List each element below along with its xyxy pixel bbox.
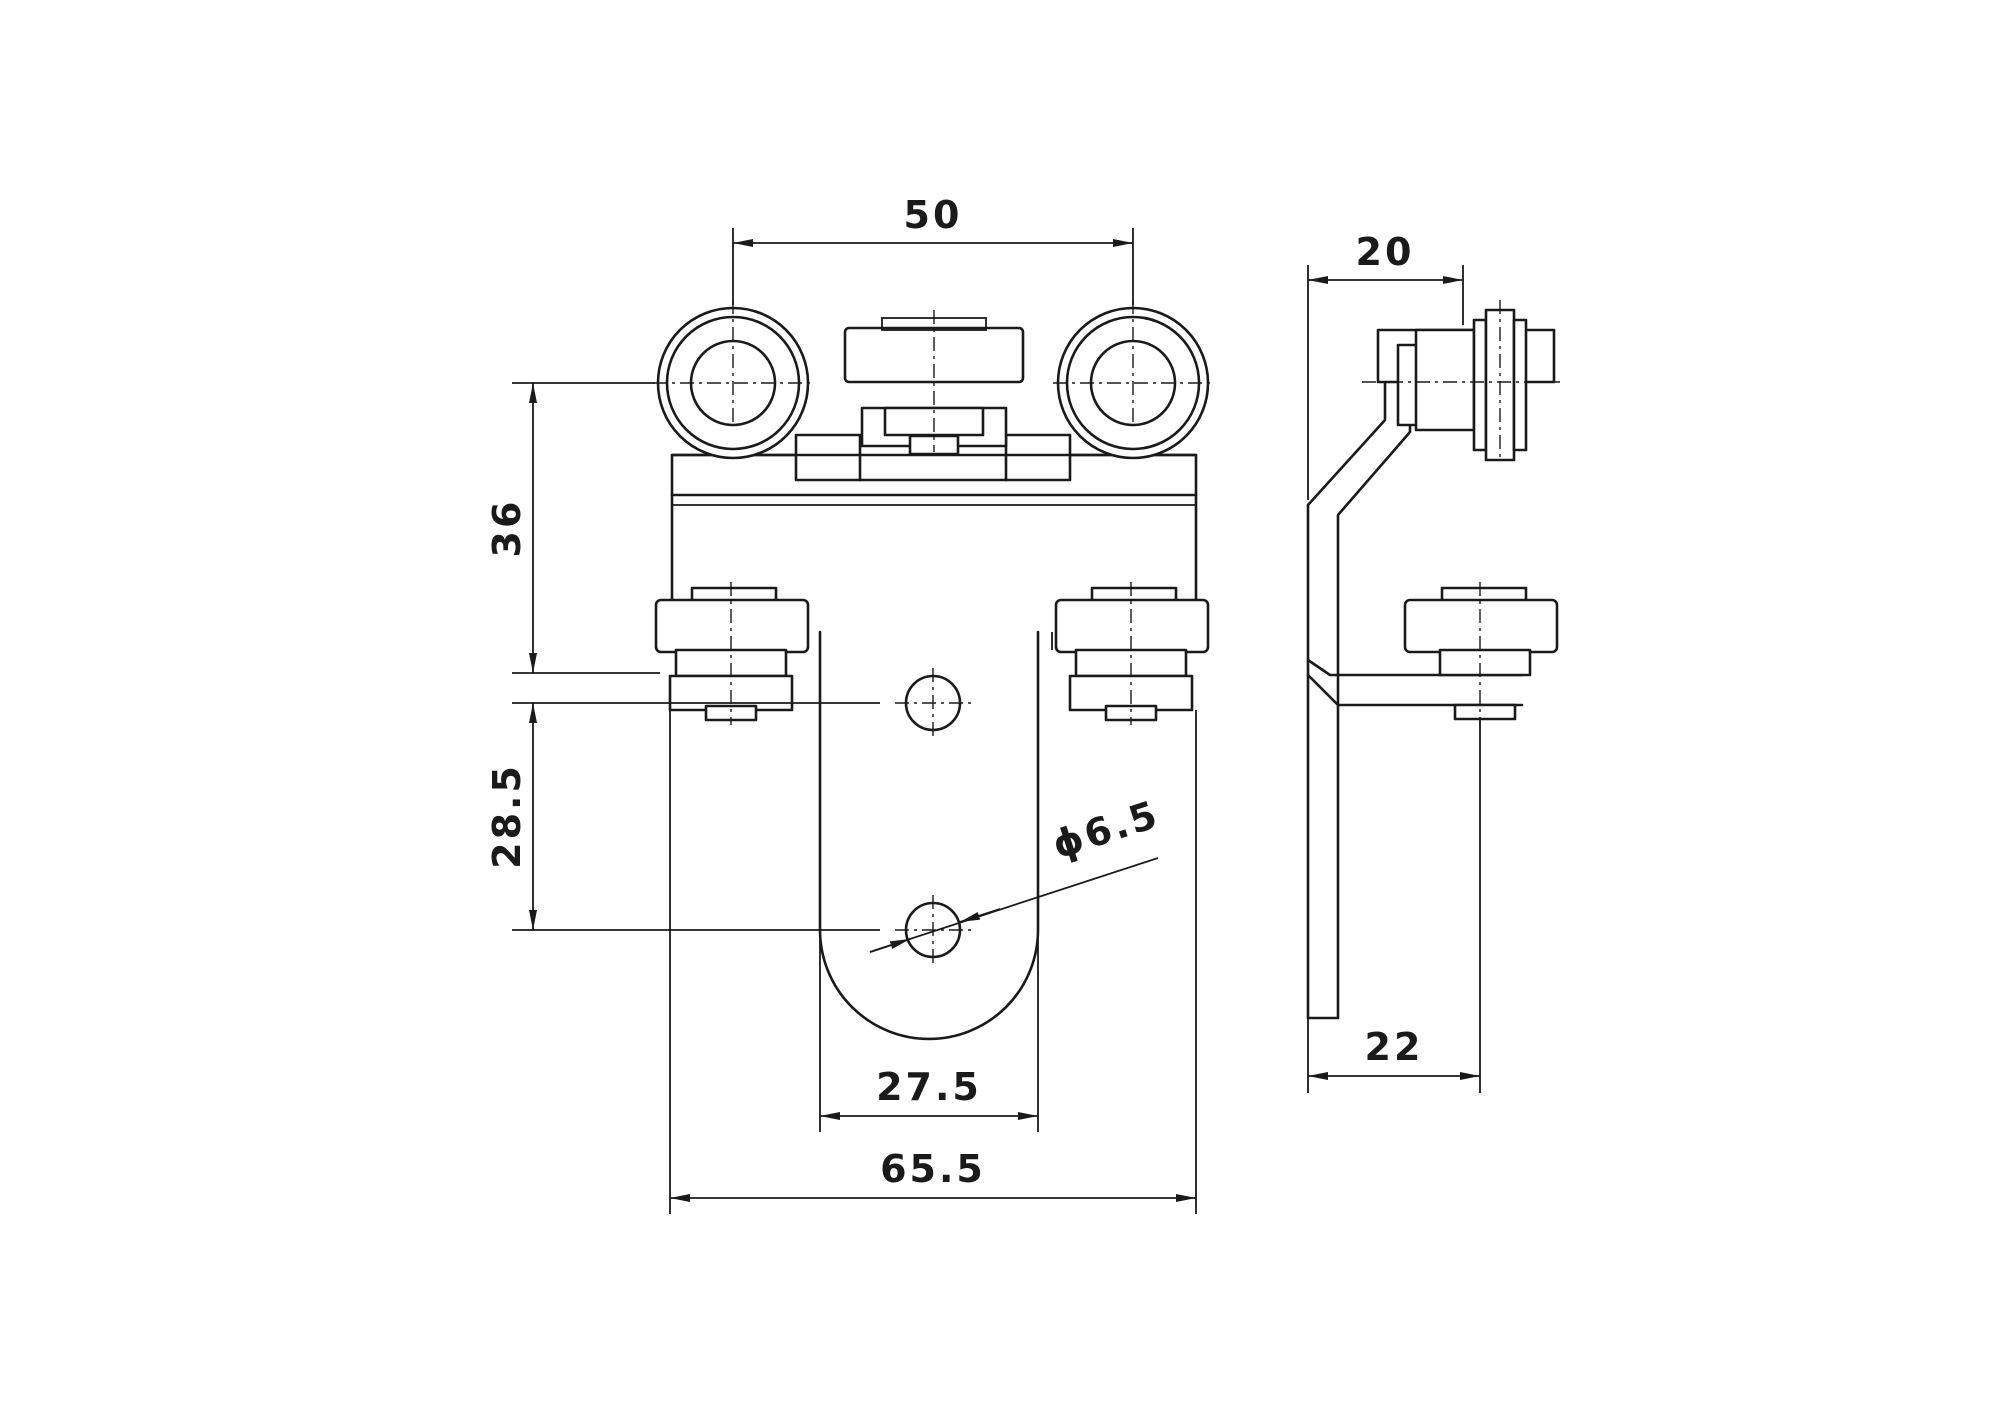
dim-left-upper-height: 36 [485, 499, 529, 558]
dim-inner-width: 27.5 [876, 1065, 982, 1109]
dim-left-lower-height: 28.5 [485, 763, 529, 869]
top-tab [670, 433, 1198, 482]
side-plate-profile [1306, 353, 1412, 1020]
dim-side-bottom-width: 22 [1365, 1025, 1424, 1069]
top-left-wheel [653, 300, 815, 460]
top-right-wheel [1053, 300, 1213, 460]
dim-side-top-width: 20 [1356, 230, 1415, 274]
upper-mounting-hole [895, 668, 972, 738]
front-view [653, 300, 1213, 1041]
dim-top-width: 50 [904, 193, 963, 237]
bottom-left-roller [654, 582, 810, 725]
dim-hole-diameter: ϕ6.5 [1047, 792, 1165, 868]
side-bottom-roller [1403, 582, 1559, 725]
bracket-tongue [818, 630, 1040, 1041]
dim-overall-width: 65.5 [880, 1147, 986, 1191]
lower-mounting-hole [895, 895, 972, 965]
side-view [1306, 300, 1560, 1020]
bottom-right-roller [1054, 582, 1210, 725]
dimension-lines [512, 228, 1481, 1214]
